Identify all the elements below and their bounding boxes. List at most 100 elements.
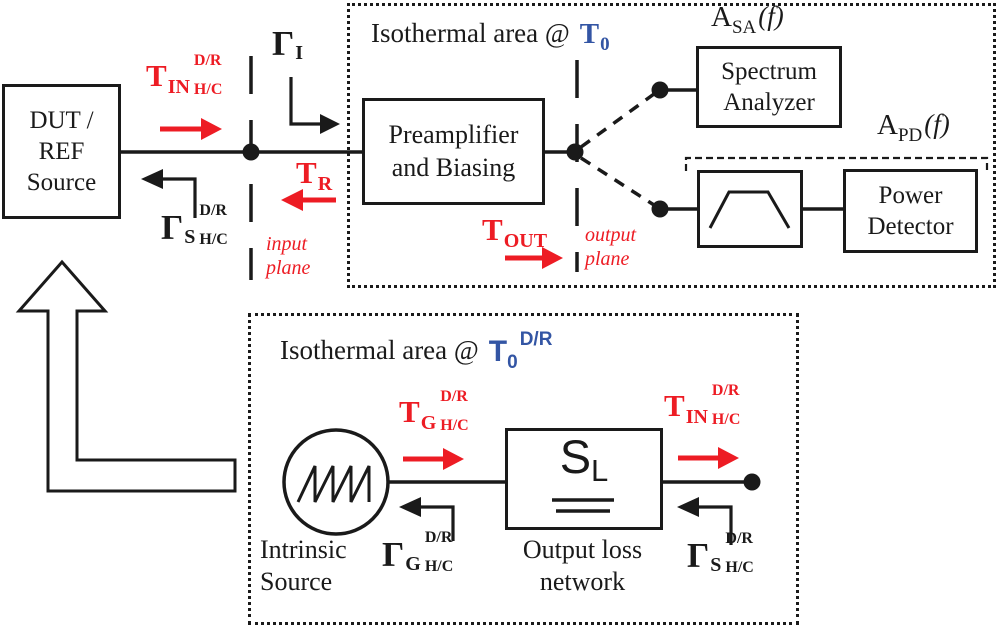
gamma-s-bottom-main: Γ	[687, 536, 710, 575]
gamma-g-stack: D/R H/C	[425, 530, 453, 575]
dut-line1: DUT /	[29, 107, 94, 134]
gamma-i-label: Γ I	[272, 26, 303, 63]
a-pd-sub: PD	[897, 125, 923, 146]
gamma-s-bottom-arrow-line	[695, 505, 733, 545]
gamma-i-sub: I	[295, 42, 304, 64]
t-out-sub: OUT	[503, 230, 548, 252]
intrinsic-line1: Intrinsic	[260, 535, 347, 564]
t-in-bottom-arrowhead	[718, 447, 739, 469]
a-sa-arg: (f)	[758, 1, 784, 31]
t-g-sup: D/R	[440, 388, 468, 405]
t-in-top-label: T IN D/R H/C	[146, 53, 222, 98]
output-plane-line1: output	[585, 224, 637, 246]
gamma-s-top-arrowhead	[141, 169, 163, 189]
sa-line2: Analyzer	[723, 89, 815, 116]
s-l-main: S	[559, 430, 592, 483]
gamma-s-top-sub: S	[184, 226, 196, 248]
output-loss-caption: Output loss network	[490, 534, 675, 597]
t-g-arrowhead	[443, 448, 464, 470]
preamp-line2: and Biasing	[391, 152, 516, 182]
preamplifier-text: Preamplifier and Biasing	[365, 101, 542, 202]
isothermal-bottom-title-text: Isothermal area @	[280, 335, 479, 365]
gamma-s-top-label: Γ S D/R H/C	[161, 203, 228, 248]
spectrum-analyzer-text: Spectrum Analyzer	[699, 49, 839, 125]
dut-ref-source-box: DUT / REF Source	[2, 84, 121, 219]
input-plane-node-dot	[242, 143, 260, 161]
t0-dr-main: T	[488, 335, 508, 368]
t-g-label: T G D/R H/C	[399, 389, 469, 434]
t0-dr-sub: 0	[507, 352, 518, 373]
gamma-g-label: Γ G D/R H/C	[382, 530, 453, 575]
gamma-i-main: Γ	[272, 24, 295, 63]
noise-sawtooth-icon	[296, 465, 371, 503]
pd-group-dashed-bracket	[684, 156, 989, 171]
input-plane-line1: input	[266, 233, 308, 255]
power-detector-text: Power Detector	[846, 172, 975, 250]
t-r-arrowhead	[281, 189, 303, 211]
gamma-i-arrow-line	[289, 77, 322, 126]
bandpass-filter-box	[697, 170, 803, 248]
t-r-sub: R	[317, 173, 333, 195]
sa-line1: Spectrum	[721, 58, 817, 85]
t-in-bottom-main: T	[664, 388, 685, 423]
output-plane-note: output plane	[585, 224, 636, 271]
input-plane-line2: plane	[266, 256, 311, 279]
output-loss-line1: Output loss	[522, 535, 643, 564]
gamma-g-arrow-line	[417, 505, 455, 541]
intrinsic-source-circle	[282, 428, 390, 536]
dut-line2: REF	[38, 138, 85, 165]
isothermal-top-title-text: Isothermal area @	[371, 18, 570, 48]
output-loss-line2: network	[539, 566, 626, 596]
pd-line1: Power	[878, 182, 943, 209]
t0-sub: 0	[600, 34, 610, 55]
gamma-s-top-arrow-line	[159, 177, 197, 218]
a-sa-sub: SA	[731, 17, 757, 38]
t-in-bottom-sup: D/R	[711, 382, 740, 399]
gamma-s-bottom-subsub: H/C	[725, 559, 754, 576]
pd-branch-node-dot	[651, 200, 669, 218]
gamma-g-subsub: H/C	[424, 558, 454, 575]
dut-ref-source-text: DUT / REF Source	[5, 87, 118, 216]
t-in-bottom-label: T IN D/R H/C	[664, 383, 741, 428]
t-in-top-stack: D/R H/C	[194, 53, 222, 98]
a-sa-label: A SA (f)	[711, 1, 784, 38]
bottom-output-node-dot	[743, 473, 761, 491]
t-g-main: T	[399, 394, 420, 429]
t-out-label: T OUT	[482, 214, 547, 251]
preamp-line1: Preamplifier	[388, 120, 519, 150]
isothermal-area-top-box	[347, 3, 996, 288]
t-r-main: T	[296, 155, 317, 190]
bandpass-filter-icon	[708, 190, 791, 229]
t-in-top-main: T	[146, 58, 167, 93]
s-l-sub: L	[591, 453, 609, 488]
equivalence-up-arrow	[15, 259, 237, 493]
t-in-top-arrowhead	[201, 118, 222, 140]
t0-main: T	[579, 18, 600, 50]
gamma-g-arrowhead	[399, 497, 421, 517]
t-in-bottom-sub: IN	[685, 406, 708, 428]
sa-branch-node-dot	[651, 81, 669, 99]
output-plane-node-dot	[566, 143, 584, 161]
input-plane-note: input plane	[266, 233, 310, 280]
split-to-sa-dashed-line	[579, 92, 656, 149]
t-out-main: T	[482, 212, 503, 247]
gamma-g-sup: D/R	[424, 529, 453, 546]
spectrum-analyzer-box: Spectrum Analyzer	[696, 46, 842, 128]
output-loss-network-box	[505, 428, 663, 530]
t-in-bottom-subsub: H/C	[711, 411, 741, 428]
gamma-s-top-sup: D/R	[199, 202, 227, 219]
s-l-symbol: S L	[505, 433, 663, 486]
gamma-s-bottom-label: Γ S D/R H/C	[687, 531, 754, 576]
t-r-label: T R	[296, 157, 332, 194]
isothermal-area-bottom-box	[248, 313, 799, 625]
output-plane-line2: plane	[585, 247, 630, 270]
t-out-arrowhead	[542, 247, 563, 269]
t-in-top-subsub: H/C	[193, 81, 223, 98]
gamma-s-top-subsub: H/C	[199, 231, 228, 248]
intrinsic-line2: Source	[260, 566, 333, 596]
split-to-pd-dashed-line	[580, 156, 655, 207]
